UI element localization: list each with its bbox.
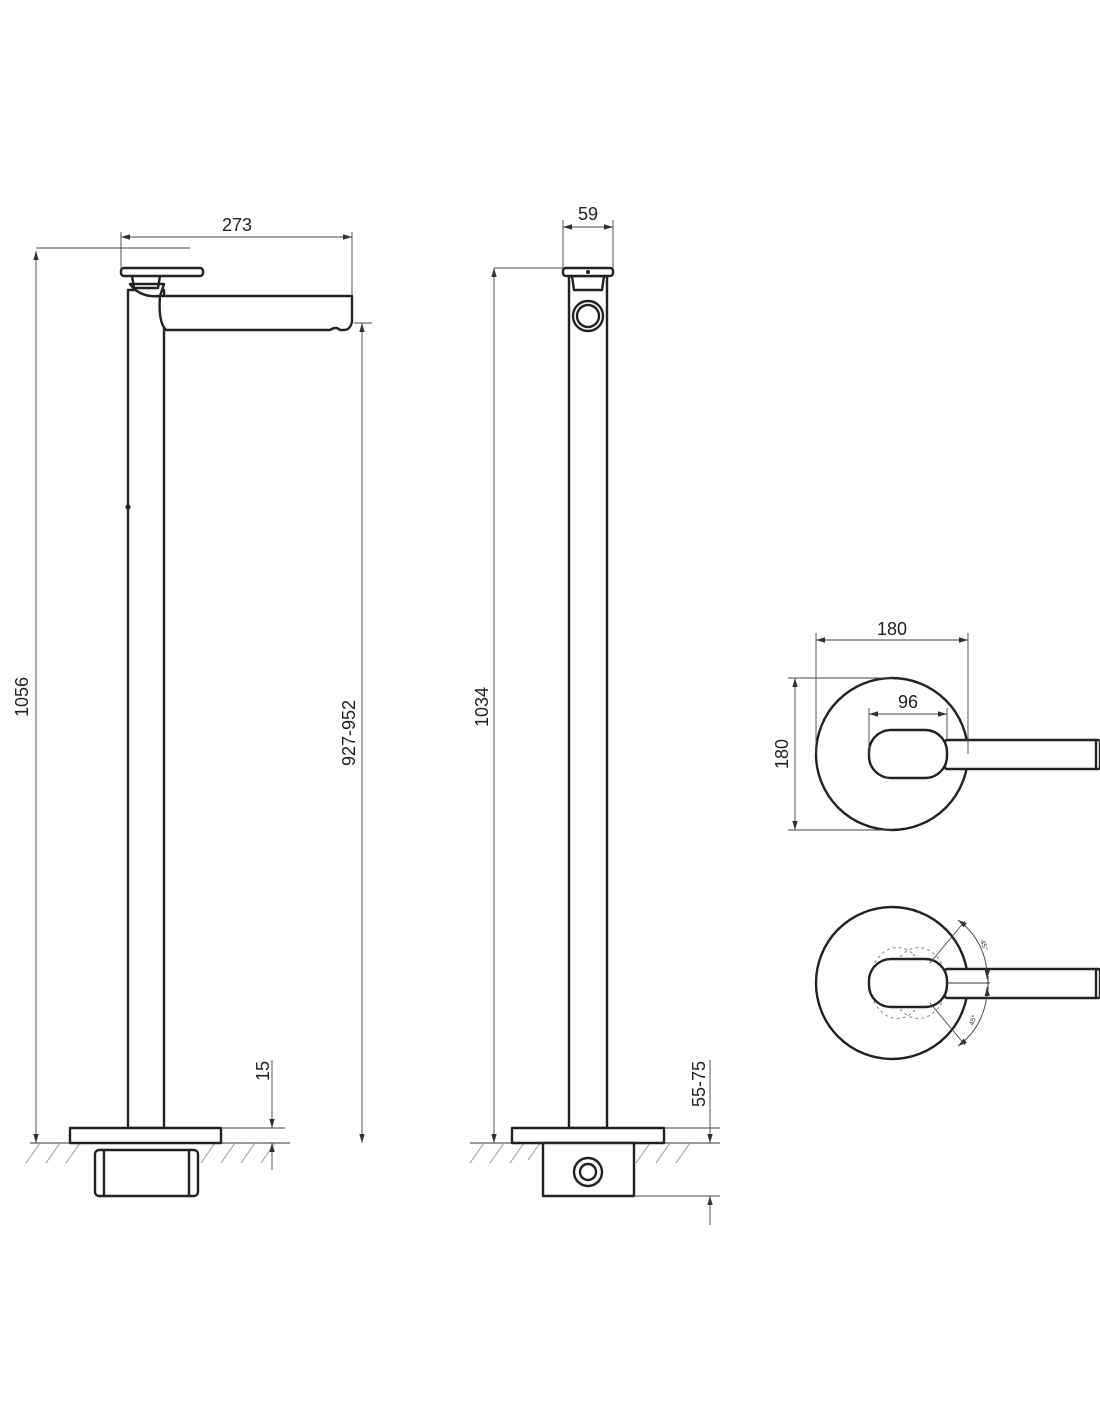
dim-label-mount-depth: 55-75 bbox=[689, 1061, 709, 1107]
dim-label-180-depth: 180 bbox=[772, 739, 792, 769]
faucet-column-front bbox=[567, 274, 609, 1130]
floor-hatching-side bbox=[25, 1142, 276, 1164]
front-view: 1034 59 55-75 bbox=[469, 204, 720, 1225]
dim-label-96: 96 bbox=[898, 692, 918, 712]
connection-outer bbox=[572, 1156, 604, 1188]
base-plate-side bbox=[68, 1126, 223, 1145]
angle-label-down: 45° bbox=[968, 1014, 979, 1027]
faucet-column-side bbox=[126, 288, 166, 1130]
rotation-view: 45° 45° bbox=[814, 905, 1100, 1061]
dim-label-top-width: 59 bbox=[578, 204, 598, 224]
dim-label-spout-height: 927-952 bbox=[339, 700, 359, 766]
floor-hatching-front bbox=[469, 1142, 691, 1164]
angle-arc-down bbox=[957, 986, 990, 1047]
dim-label-base-thickness: 15 bbox=[253, 1061, 273, 1081]
base-plate-front bbox=[510, 1126, 666, 1145]
angle-label-up: 45° bbox=[978, 939, 989, 952]
side-view: 1056 273 927-952 15 bbox=[12, 215, 372, 1198]
top-view: 180 96 180 bbox=[772, 619, 1100, 832]
lever-handle-side bbox=[119, 266, 205, 278]
sensor-dot bbox=[125, 504, 131, 510]
dim-label-front-height: 1034 bbox=[472, 687, 492, 727]
lever-knob-inner bbox=[575, 303, 601, 329]
dim-label-total-height: 1056 bbox=[12, 677, 32, 717]
mount-body-side bbox=[93, 1148, 200, 1198]
dim-label-180-width: 180 bbox=[877, 619, 907, 639]
lever-neck-front bbox=[570, 274, 606, 292]
handle-body-rotation bbox=[867, 957, 949, 1009]
dim-label-reach: 273 bbox=[222, 215, 252, 235]
lever-stem bbox=[130, 274, 162, 290]
connection-inner bbox=[578, 1162, 598, 1182]
mount-body-front bbox=[541, 1141, 636, 1198]
faucet-spout bbox=[158, 294, 354, 332]
angle-arc-up bbox=[957, 919, 990, 980]
handle-body-top bbox=[867, 728, 949, 780]
